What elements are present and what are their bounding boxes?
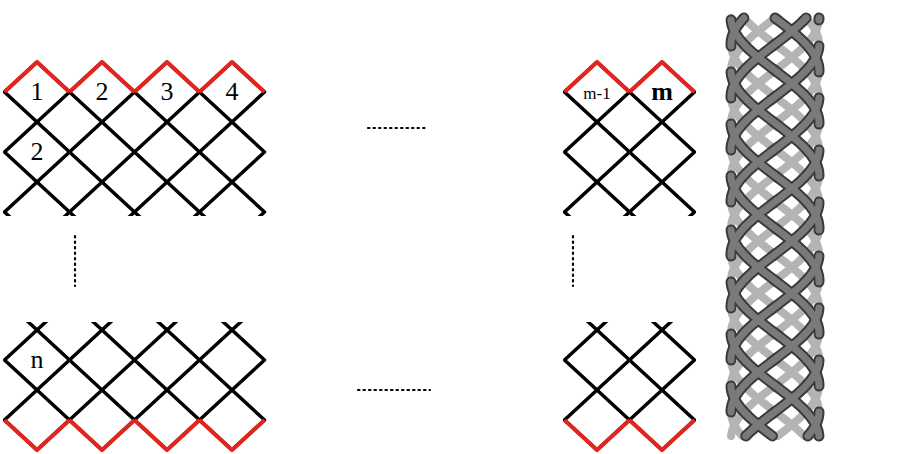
lattice-cell — [135, 390, 200, 450]
ellipsis-dots — [368, 127, 428, 129]
ellipsis-dots — [572, 236, 574, 286]
lattice-cell — [630, 330, 695, 390]
lattice-cell — [135, 330, 200, 390]
lattice-block — [5, 62, 265, 216]
cell-number: 4 — [226, 79, 239, 105]
tube-rod-front — [746, 360, 819, 436]
tube-rod-front — [731, 202, 819, 308]
cell-number: 2 — [96, 79, 109, 105]
lattice-cell — [5, 62, 70, 122]
lattice-cell — [135, 182, 200, 216]
cell-number: 1 — [31, 79, 44, 105]
cell-number: 2 — [31, 139, 44, 165]
tube-rod-front — [731, 18, 806, 98]
lattice-cell — [565, 122, 630, 182]
tube-rod-front — [808, 412, 819, 436]
boundary-edge — [5, 420, 70, 450]
tube-rod-front — [815, 18, 822, 20]
lattice-cell — [565, 390, 630, 450]
tube-rod-front — [731, 308, 819, 412]
lattice-cell — [135, 62, 200, 122]
cell-number: m-1 — [583, 85, 610, 102]
boundary-edge — [70, 420, 135, 450]
lattice-cell — [565, 182, 630, 216]
boundary-edge — [565, 420, 630, 450]
lattice-cell — [5, 182, 70, 216]
tube-rod-front — [731, 98, 819, 202]
lattice-cell — [70, 182, 135, 216]
lattice-cell — [70, 62, 135, 122]
nanotube-model — [731, 18, 819, 436]
lattice-cell — [5, 390, 70, 450]
cell-number: n — [31, 347, 44, 373]
lattice-cell — [200, 122, 265, 182]
tube-rod-front — [731, 256, 819, 360]
tube-rod-front — [731, 46, 819, 150]
lattice-cell — [5, 330, 70, 390]
lattice-cell — [200, 62, 265, 122]
lattice-block — [5, 322, 265, 450]
lattice-block — [565, 322, 695, 450]
lattice-cell — [70, 330, 135, 390]
boundary-edge — [200, 420, 265, 450]
lattice-cell — [70, 390, 135, 450]
lattice-cell — [70, 122, 135, 182]
lattice-cell — [135, 122, 200, 182]
tube-rod-front — [731, 150, 819, 256]
lattice-cell — [630, 122, 695, 182]
lattice-cell — [200, 390, 265, 450]
lattice-block — [565, 62, 695, 216]
lattice-cell — [630, 390, 695, 450]
cell-number: m — [651, 79, 673, 105]
tube-rod-front — [731, 18, 744, 46]
ellipsis-dots — [74, 236, 76, 286]
tube-rod-outline — [813, 18, 824, 20]
lattice-cell — [5, 122, 70, 182]
ellipsis-dots — [358, 389, 430, 391]
boundary-edge — [630, 420, 695, 450]
lattice-cell — [565, 330, 630, 390]
lattice-cell — [200, 330, 265, 390]
lattice-cell — [565, 62, 630, 122]
boundary-edge — [135, 420, 200, 450]
lattice-cell — [630, 62, 695, 122]
lattice-cell — [200, 182, 265, 216]
cell-number: 3 — [161, 79, 174, 105]
lattice-cell — [630, 182, 695, 216]
